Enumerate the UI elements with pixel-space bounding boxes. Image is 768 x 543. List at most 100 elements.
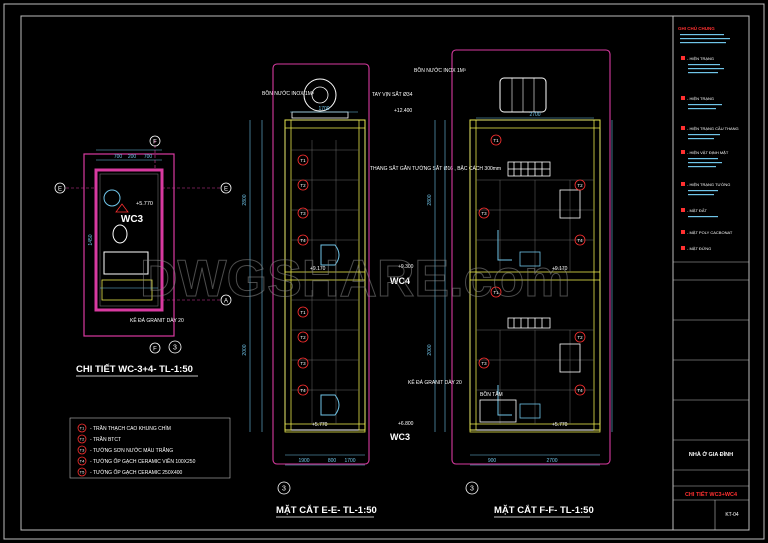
- tb-note-7: - MẶT POLY CACBONAT: [687, 230, 733, 235]
- toilet-symbol: [112, 224, 128, 244]
- level-f-mid: +9.170: [552, 266, 568, 272]
- axis-label-3-e: 3: [282, 486, 286, 493]
- level-e-mid: +9.300: [398, 264, 414, 270]
- plan-dim-side: 1450: [88, 234, 94, 245]
- legend-text-1: - TRẦN THẠCH CAO KHUNG CHÌM: [90, 425, 171, 432]
- basin-f-upper: [519, 251, 541, 267]
- level-e-top: +12.400: [394, 108, 412, 114]
- legend-text-4: - TƯỜNG ỐP GẠCH CERAMIC VIỀN 100X250: [90, 458, 196, 465]
- tank-f-bands: [511, 78, 535, 112]
- tag-f-text-7: T3: [481, 361, 487, 366]
- plan-tile-note: KÊ ĐÁ GRANIT DÀY 20: [130, 316, 184, 324]
- axis-bubble-3-e: [277, 481, 291, 495]
- plan-dim-2: 200: [128, 154, 137, 160]
- plan-walls: [94, 168, 164, 312]
- tank-e-label: BỒN NƯỚC INOX 1M³: [262, 90, 314, 97]
- basin-f-lower: [519, 403, 541, 419]
- section-e-tags: T1 T2 T3 T4 T1 T2 T3 T4: [297, 154, 309, 396]
- grid-label-a: A: [224, 299, 228, 305]
- section-e-roof-slab: [284, 119, 366, 129]
- room-label-wc3: WC3: [390, 432, 410, 442]
- legend-code-3: T3: [80, 448, 85, 453]
- tag-e-2: [297, 179, 309, 191]
- plan-room-label: WC3: [121, 214, 144, 225]
- room-label-wc4: WC4: [390, 276, 410, 286]
- toilet-e-lower: [320, 394, 340, 416]
- dim-f-side-1: 2800: [427, 194, 433, 205]
- tb-note-1: - HIỆN TRẠNG: [687, 56, 714, 61]
- tag-f-text-4: T4: [577, 238, 583, 243]
- section-e-tile-grid: [291, 140, 359, 424]
- tag-e-6: [297, 331, 309, 343]
- legend-code-5: T5: [80, 470, 85, 475]
- legend-box: [69, 417, 231, 479]
- toilet-e-upper: [320, 244, 340, 266]
- tank-e-inner: [311, 86, 329, 104]
- tag-e-text-6: T2: [300, 335, 306, 340]
- ladder-label: THANG SẮT GẮN TƯỜNG SẮT Ø16 , BẬC CÁCH 3…: [370, 164, 501, 172]
- tb-note-3: - HIỆN TRẠNG CẦU THANG: [687, 126, 739, 131]
- outer-frame: [3, 3, 765, 540]
- tb-note-2: - HIỆN TRẠNG: [687, 96, 714, 101]
- tag-e-8: [297, 384, 309, 396]
- dim-f-side-2: 2000: [427, 344, 433, 355]
- tag-f-text-3: T3: [481, 211, 487, 216]
- shower-f-upper: [497, 230, 512, 261]
- tag-f-text-6: T2: [577, 335, 583, 340]
- tb-bullets: [681, 56, 685, 250]
- tile-note-f: KÊ ĐÁ GRANIT DÀY 20: [408, 378, 462, 386]
- tag-f-text-5: T1: [493, 290, 499, 295]
- tag-e-text-2: T2: [300, 183, 306, 188]
- legend-code-2: T2: [80, 437, 85, 442]
- section-e-title: MẶT CẮT E-E- TL-1:50: [276, 505, 377, 516]
- legend-code-4: T4: [80, 459, 85, 464]
- tag-e-text-7: T3: [300, 361, 306, 366]
- mirror-f-lower: [559, 343, 581, 373]
- section-f-title: MẶT CẮT F-F- TL-1:50: [494, 505, 594, 516]
- section-e-boundary: [272, 63, 370, 465]
- grid-bubble-a: [220, 294, 232, 306]
- mirror-f-upper: [559, 189, 581, 219]
- title-block: GHI CHÚ CHUNG - HIỆN TRẠNG - HIỆN TRẠNG …: [673, 25, 749, 530]
- dim-f-1: 900: [488, 458, 497, 464]
- grid-bubble-f-bottom: [149, 342, 161, 354]
- tag-f-3: [478, 207, 490, 219]
- plan-inner-line: [99, 173, 159, 307]
- tag-e-7: [297, 357, 309, 369]
- tag-f-7: [478, 357, 490, 369]
- inner-frame: [20, 15, 750, 531]
- tb-note-6: - MẶT ĐẤT: [687, 208, 707, 213]
- legend: [69, 417, 231, 479]
- plan-boundary: [83, 153, 175, 337]
- legend-text-3: - TƯỜNG SƠN NƯỚC MÀU TRẮNG: [90, 446, 173, 454]
- section-e-mid-slab: [284, 271, 366, 281]
- tag-e-3: [297, 207, 309, 219]
- tb-note-5: - HIỆN TRẠNG TƯỜNG: [687, 182, 730, 187]
- dim-e-top: 1700: [318, 106, 329, 112]
- legend-tag-2: [77, 434, 87, 444]
- tank-f-label: BỒN NƯỚC INOX 1M³: [414, 67, 466, 74]
- watermark: DWGSHARE.com: [140, 250, 570, 308]
- dim-e-3: 1700: [344, 458, 355, 464]
- legend-tag-4: [77, 456, 87, 466]
- tb-drawing: CHI TIẾT WC3+WC4: [685, 491, 738, 498]
- tag-e-text-5: T1: [300, 310, 306, 315]
- dim-e-side-2: 2000: [242, 344, 248, 355]
- dim-f-top: 2700: [529, 112, 540, 118]
- tb-project: NHÀ Ở GIA ĐÌNH: [689, 450, 733, 458]
- tag-f-4: [574, 234, 586, 246]
- level-e-mid2: +9.170: [310, 266, 326, 272]
- grid-bubble-f-top: [149, 135, 161, 147]
- legend-code-1: T1: [80, 426, 85, 431]
- grid-label-f-bottom: F: [153, 347, 157, 353]
- tag-e-1: [297, 154, 309, 166]
- plan-dim-1: 700: [114, 154, 123, 160]
- legend-tag-3: [77, 445, 87, 455]
- tag-f-2: [574, 179, 586, 191]
- section-f-roof-slab: [469, 119, 601, 129]
- level-e-low2: +5.770: [312, 422, 328, 428]
- plan-elevation: +5.770: [136, 201, 153, 207]
- tb-note-lines: [680, 34, 730, 218]
